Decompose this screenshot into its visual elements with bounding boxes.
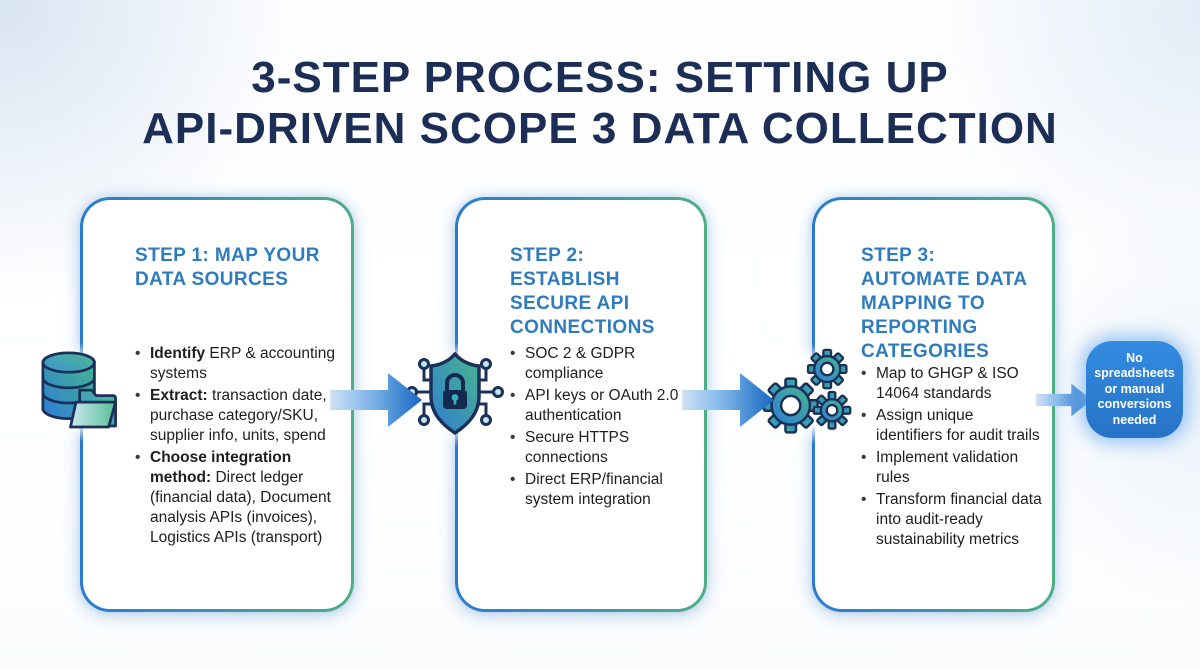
bullet-text: Map to GHGP & ISO 14064 standards <box>876 364 1044 404</box>
bullet-rest: Secure HTTPS connections <box>525 429 630 466</box>
right-arrow-icon <box>1036 383 1092 417</box>
page-title-line1: 3-STEP PROCESS: SETTING UP <box>251 53 949 102</box>
step1-bullet-list: • Identify ERP & accounting systems • Ex… <box>135 344 343 548</box>
gears-icon <box>762 348 852 434</box>
bullet-text: Choose integration method: Direct ledger… <box>150 448 343 548</box>
list-item: • SOC 2 & GDPR compliance <box>510 344 696 384</box>
step3-bullet-list: • Map to GHGP & ISO 14064 standards • As… <box>861 364 1044 550</box>
list-item: • Secure HTTPS connections <box>510 428 696 468</box>
bullet-icon: • <box>135 449 141 466</box>
bullet-rest: SOC 2 & GDPR compliance <box>525 345 636 382</box>
bullet-icon: • <box>510 429 516 446</box>
bullet-text: Secure HTTPS connections <box>525 428 696 468</box>
bullet-icon: • <box>510 387 516 404</box>
step1-card: STEP 1: MAP YOUR DATA SOURCES • Identify… <box>80 197 354 612</box>
bullet-rest: API keys or OAuth 2.0 authentication <box>525 387 679 424</box>
bullet-icon: • <box>861 407 867 424</box>
bullet-rest: transaction date, purchase category/SKU,… <box>150 387 327 444</box>
list-item: • Implement validation rules <box>861 448 1044 488</box>
list-item: • Choose integration method: Direct ledg… <box>135 448 343 548</box>
step1-heading: STEP 1: MAP YOUR DATA SOURCES <box>135 245 320 290</box>
bullet-bold: Extract: <box>150 387 208 404</box>
list-item: • Transform financial data into audit-re… <box>861 490 1044 550</box>
bullet-icon: • <box>135 387 141 404</box>
bullet-text: Identify ERP & accounting systems <box>150 344 343 384</box>
bullet-icon: • <box>861 449 867 466</box>
step2-heading: STEP 2: ESTABLISH SECURE API CONNECTIONS <box>510 245 655 338</box>
bullet-rest: Direct ledger (financial data), Document… <box>150 469 331 546</box>
step2-bullet-list: • SOC 2 & GDPR compliance • API keys or … <box>510 344 696 510</box>
step3-card-body: STEP 3: AUTOMATE DATA MAPPING TO REPORTI… <box>815 200 1052 609</box>
bullet-rest: Direct ERP/financial system integration <box>525 471 663 508</box>
bullet-text: Implement validation rules <box>876 448 1044 488</box>
step3-heading: STEP 3: AUTOMATE DATA MAPPING TO REPORTI… <box>861 245 1027 362</box>
right-arrow-icon <box>682 373 774 427</box>
page-title-line2: API-DRIVEN SCOPE 3 DATA COLLECTION <box>142 104 1058 154</box>
bullet-icon: • <box>510 345 516 362</box>
list-item: • Identify ERP & accounting systems <box>135 344 343 384</box>
bullet-text: API keys or OAuth 2.0 authentication <box>525 386 696 426</box>
database-folder-icon <box>41 351 117 429</box>
step2-icon-halo <box>398 342 512 446</box>
list-item: • Assign unique identifiers for audit tr… <box>861 406 1044 446</box>
bullet-text: Transform financial data into audit-read… <box>876 490 1044 550</box>
step1-icon-halo <box>26 342 126 442</box>
bullet-text: SOC 2 & GDPR compliance <box>525 344 696 384</box>
step3-icon-halo <box>758 344 858 444</box>
bullet-text: Direct ERP/financial system integration <box>525 470 696 510</box>
bullet-icon: • <box>135 345 141 362</box>
right-arrow-icon <box>330 373 422 427</box>
bullet-rest: Transform financial data into audit-read… <box>876 491 1042 548</box>
bullet-bold: Choose integration method: <box>150 449 292 486</box>
page-title: 3-STEP PROCESS: SETTING UP API-DRIVEN SC… <box>0 52 1200 155</box>
step1-card-body: STEP 1: MAP YOUR DATA SOURCES • Identify… <box>83 200 351 609</box>
bullet-bold: Identify <box>150 345 206 362</box>
bullet-rest: Assign unique identifiers for audit trai… <box>876 407 1040 444</box>
bullet-text: Extract: transaction date, purchase cate… <box>150 386 343 446</box>
list-item: • Extract: transaction date, purchase ca… <box>135 386 343 446</box>
bullet-rest: ERP & accounting systems <box>150 345 335 382</box>
bullet-text: Assign unique identifiers for audit trai… <box>876 406 1044 446</box>
list-item: • Direct ERP/financial system integratio… <box>510 470 696 510</box>
shield-lock-network-icon <box>406 352 504 435</box>
bullet-icon: • <box>861 365 867 382</box>
bullet-rest: Map to GHGP & ISO 14064 standards <box>876 365 1019 402</box>
result-callout: No spreadsheets or manual conversions ne… <box>1086 341 1183 438</box>
bullet-rest: Implement validation rules <box>876 449 1019 486</box>
list-item: • Map to GHGP & ISO 14064 standards <box>861 364 1044 404</box>
bullet-icon: • <box>861 491 867 508</box>
bullet-icon: • <box>510 471 516 488</box>
list-item: • API keys or OAuth 2.0 authentication <box>510 386 696 426</box>
result-callout-text: No spreadsheets or manual conversions ne… <box>1094 350 1175 427</box>
